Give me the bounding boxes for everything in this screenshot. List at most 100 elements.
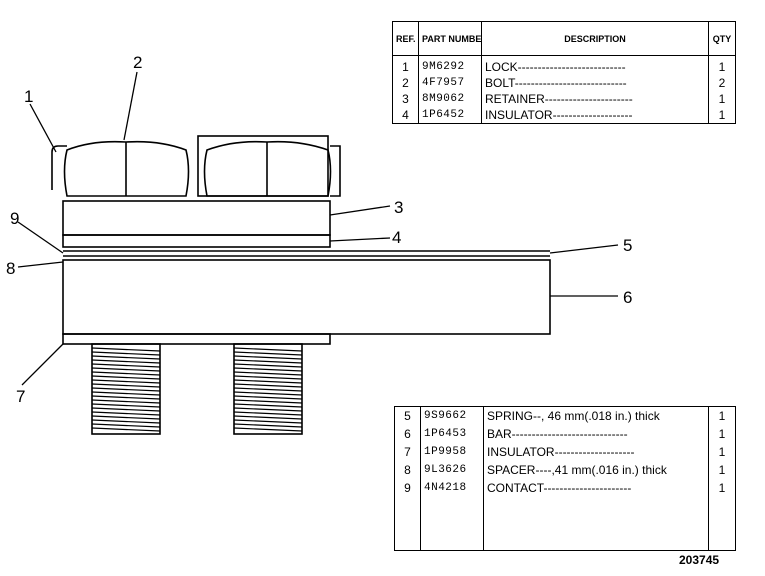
thread-line [91, 391, 161, 396]
row-qty: 1 [708, 55, 736, 75]
thread-line [233, 403, 303, 408]
row-description: INSULATOR-------------------- [483, 443, 709, 461]
retainer [62, 200, 331, 236]
thread-line [91, 371, 161, 376]
thread-line [233, 387, 303, 392]
thread-line [91, 375, 161, 380]
leader-8 [17, 261, 64, 268]
thread-line [233, 427, 303, 432]
header-part-number: PART NUMBER [418, 21, 482, 56]
thread-line [233, 367, 303, 372]
callout-4: 4 [392, 228, 401, 247]
row-description: RETAINER---------------------- [481, 91, 709, 107]
thread-line [233, 395, 303, 400]
table-row: 2 4F7957 BOLT---------------------------… [392, 75, 736, 91]
thread-line [91, 403, 161, 408]
thread-line [91, 407, 161, 412]
thread-line [233, 351, 303, 356]
row-description: BAR----------------------------- [483, 425, 709, 443]
callout-6: 6 [623, 288, 632, 307]
row-qty: 1 [708, 443, 736, 461]
table-row: 7 1P9958 INSULATOR-------------------- 1 [394, 443, 736, 461]
bolt-thread-right [233, 343, 303, 435]
row-part-number: 9L3626 [420, 461, 484, 479]
row-qty: 1 [708, 91, 736, 107]
thread-line [233, 347, 303, 352]
leader-9 [17, 221, 64, 254]
parts-table-top: REF. NO. PART NUMBER DESCRIPTION QTY 1 9… [392, 21, 736, 124]
thread-line [91, 351, 161, 356]
row-ref: 1 [392, 55, 419, 75]
row-ref: 6 [394, 425, 421, 443]
leader-4 [329, 237, 391, 242]
thread-line [233, 399, 303, 404]
callout-5: 5 [623, 236, 632, 255]
thread-line [233, 363, 303, 368]
thread-line [91, 423, 161, 428]
row-qty: 1 [708, 107, 736, 124]
callout-2: 2 [133, 53, 142, 72]
bar [62, 259, 551, 335]
thread-line [233, 379, 303, 384]
table-row: 1 9M6292 LOCK---------------------------… [392, 55, 736, 75]
leader-5 [549, 244, 619, 254]
row-part-number: 4F7957 [418, 75, 482, 91]
row-part-number: 9S9662 [420, 406, 484, 425]
thread-line [91, 367, 161, 372]
table-filler-row [394, 497, 736, 551]
thread-line [233, 383, 303, 388]
thread-line [233, 355, 303, 360]
thread-line [233, 419, 303, 424]
header-ref-no: REF. NO. [392, 21, 419, 56]
row-description: INSULATOR-------------------- [481, 107, 709, 124]
callout-3: 3 [394, 198, 403, 217]
row-part-number: 8M9062 [418, 91, 482, 107]
figure-number: 203745 [679, 553, 720, 567]
row-description: LOCK--------------------------- [481, 55, 709, 75]
row-ref: 3 [392, 91, 419, 107]
thread-line [91, 359, 161, 364]
row-description: CONTACT---------------------- [483, 479, 709, 497]
callout-1: 1 [24, 87, 33, 106]
bottom-insulator [62, 333, 331, 345]
thread-line [233, 359, 303, 364]
row-ref: 4 [392, 107, 419, 124]
callout-9: 9 [10, 209, 19, 228]
row-ref: 5 [394, 406, 421, 425]
row-qty: 1 [708, 461, 736, 479]
bolt-thread-left [91, 343, 161, 435]
row-ref: 2 [392, 75, 419, 91]
table-row: 4 1P6452 INSULATOR-------------------- 1 [392, 107, 736, 124]
table-row: 3 8M9062 RETAINER---------------------- … [392, 91, 736, 107]
parts-table-bottom: 5 9S9662 SPRING--, 46 mm(.018 in.) thick… [394, 406, 736, 551]
insulator-layer [62, 234, 331, 248]
thread-line [91, 387, 161, 392]
thread-line [233, 407, 303, 412]
row-part-number: 1P6453 [420, 425, 484, 443]
row-part-number: 1P6452 [418, 107, 482, 124]
row-part-number: 9M6292 [418, 55, 482, 75]
header-qty: QTY [708, 21, 736, 56]
header-description: DESCRIPTION [481, 21, 709, 56]
hex-nut-left [63, 140, 190, 197]
thread-line [91, 347, 161, 352]
thread-line [91, 355, 161, 360]
row-qty: 1 [708, 406, 736, 425]
thread-line [91, 363, 161, 368]
thread-line [233, 411, 303, 416]
row-description: SPACER----,41 mm(.016 in.) thick [483, 461, 709, 479]
thread-line [91, 379, 161, 384]
row-ref: 9 [394, 479, 421, 497]
table-header-row: REF. NO. PART NUMBER DESCRIPTION QTY [392, 21, 736, 56]
row-qty: 1 [708, 479, 736, 497]
row-part-number: 1P9958 [420, 443, 484, 461]
row-description: BOLT---------------------------- [481, 75, 709, 91]
table-row: 5 9S9662 SPRING--, 46 mm(.018 in.) thick… [394, 406, 736, 425]
lock-plate [51, 145, 341, 197]
thread-line [233, 415, 303, 420]
hex-nut-right [203, 140, 332, 197]
row-description: SPRING--, 46 mm(.018 in.) thick [483, 406, 709, 425]
table-row: 9 4N4218 CONTACT---------------------- 1 [394, 479, 736, 497]
row-qty: 1 [708, 425, 736, 443]
